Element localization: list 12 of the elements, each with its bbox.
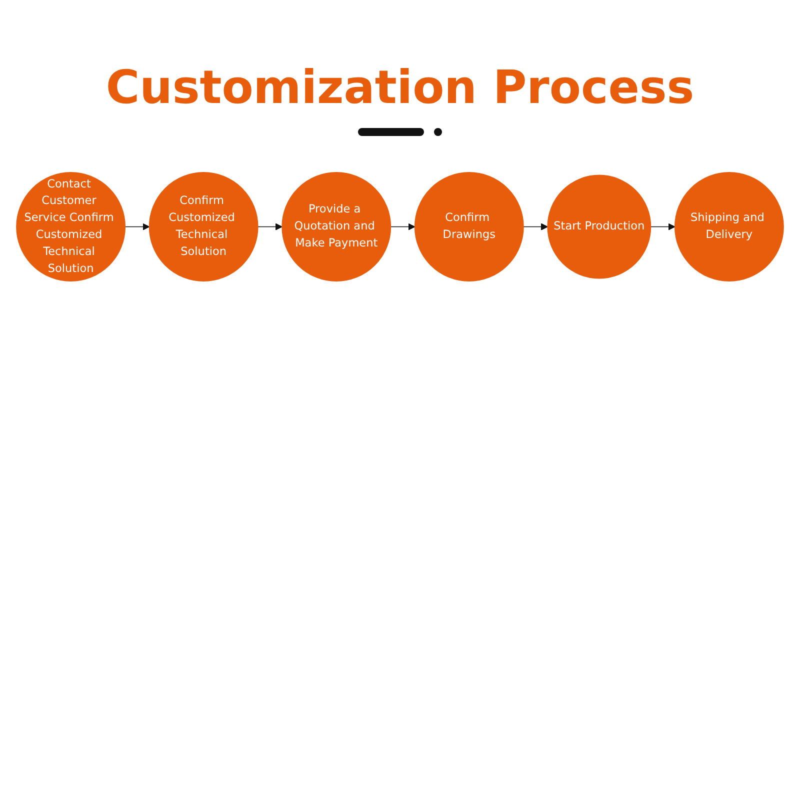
node-circle: Confirm Customized Technical Solution [148,172,258,282]
node-circle: Shipping and Delivery [674,172,784,282]
node-circle: Contact Customer Service Confirm Customized Technical Solution [16,172,126,282]
node-circle: Start Production [547,174,652,279]
node-circle: Provide a Quotation and Make Payment [282,172,392,282]
title: Customization Process [104,60,696,114]
arrow [124,223,150,230]
arrow [390,223,416,230]
arrow [258,223,282,230]
arrow [523,223,548,230]
node-circle: Confirm Drawings [414,172,524,282]
arrow [650,223,676,230]
